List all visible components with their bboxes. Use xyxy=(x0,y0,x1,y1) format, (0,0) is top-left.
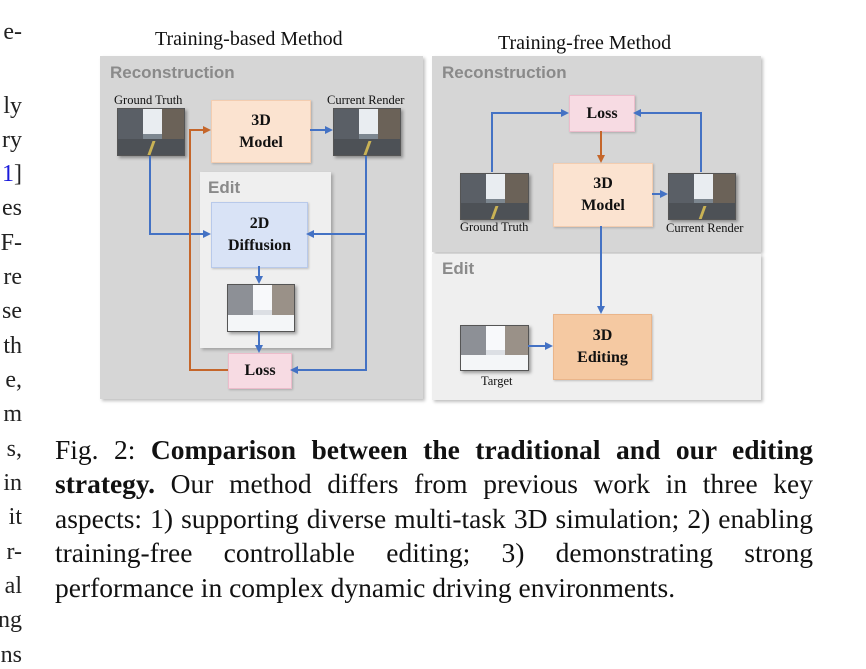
left-fragment: e, xyxy=(5,367,22,393)
arrow-render-to-loss xyxy=(290,234,367,374)
right-reconstruction-label: Reconstruction xyxy=(442,63,567,82)
left-column-fragments: e- ly ry 1] es F- re se th e, m s, in it… xyxy=(0,0,22,669)
left-current-render-image xyxy=(333,108,401,156)
left-reconstruction-label: Reconstruction xyxy=(110,63,235,82)
right-target-image xyxy=(460,325,529,371)
right-current-render-label: Current Render xyxy=(666,221,744,235)
left-diffusion-line1: 2D xyxy=(249,215,270,232)
left-fragment: re xyxy=(3,264,22,290)
right-editing-line2: Editing xyxy=(577,349,628,366)
caption-bold-title: Comparison between the traditional and o… xyxy=(55,434,814,500)
right-target-label: Target xyxy=(481,374,513,388)
left-fragment: r- xyxy=(6,539,22,565)
left-fragment: ns xyxy=(0,642,22,668)
left-edited-image xyxy=(227,284,295,332)
left-fragment: al xyxy=(4,573,22,599)
figure: Training-based Method Reconstruction Edi… xyxy=(100,28,761,400)
right-editing-line1: 3D xyxy=(592,327,613,344)
right-edit-label: Edit xyxy=(442,259,475,278)
right-panel-title: Training-free Method xyxy=(498,32,672,54)
right-loss-label: Loss xyxy=(586,104,618,122)
left-3d-model-box: 3D Model xyxy=(211,100,311,163)
right-current-render-image xyxy=(668,173,736,220)
right-ground-truth-image xyxy=(460,173,529,220)
caption-prefix: Fig. 2: xyxy=(55,434,151,465)
left-fragment: es xyxy=(2,195,22,221)
left-fragment: F- xyxy=(0,230,22,256)
left-edit-label: Edit xyxy=(208,178,241,197)
left-fragment: ] xyxy=(14,161,22,187)
right-ground-truth-label: Ground Truth xyxy=(460,220,529,234)
arrow-gt-to-diffusion xyxy=(149,156,211,238)
left-fragment: th xyxy=(3,333,22,359)
left-current-render-label: Current Render xyxy=(327,93,405,107)
arrow-right-gt-to-loss xyxy=(491,109,569,172)
right-loss-box: Loss xyxy=(569,95,635,132)
left-fragment: ng xyxy=(0,607,22,633)
figure-caption: Fig. 2: Comparison between the tradition… xyxy=(55,433,813,605)
right-3d-model-box: 3D Model xyxy=(553,163,653,227)
arrow-render-to-diffusion xyxy=(306,156,367,238)
left-ground-truth-label: Ground Truth xyxy=(114,93,183,107)
left-loss-label: Loss xyxy=(244,362,276,379)
left-panel-title: Training-based Method xyxy=(155,28,343,50)
left-model-line1: 3D xyxy=(251,111,271,129)
left-2d-diffusion-box: 2D Diffusion xyxy=(211,202,308,268)
left-model-line2: Model xyxy=(239,133,283,151)
left-fragment: in xyxy=(3,470,22,496)
left-diffusion-line2: Diffusion xyxy=(227,237,292,254)
left-fragment: s, xyxy=(6,436,22,462)
right-model-line1: 3D xyxy=(593,175,613,192)
right-model-line2: Model xyxy=(581,197,625,214)
right-3d-editing-box: 3D Editing xyxy=(553,314,652,380)
left-fragment: m xyxy=(3,401,22,427)
caption-body: Our method differs from previous work in… xyxy=(55,468,813,603)
left-fragment: it xyxy=(8,504,22,530)
arrow-right-render-to-loss xyxy=(633,109,702,172)
left-ground-truth-image xyxy=(117,108,185,156)
left-fragment: ly xyxy=(3,93,22,119)
left-fragment: e- xyxy=(3,19,22,45)
citation-link[interactable]: 1 xyxy=(2,161,14,187)
left-fragment: se xyxy=(2,298,22,324)
left-fragment: ry xyxy=(2,127,22,153)
flow-arrows xyxy=(149,109,702,374)
arrow-loss-to-model xyxy=(189,126,228,371)
